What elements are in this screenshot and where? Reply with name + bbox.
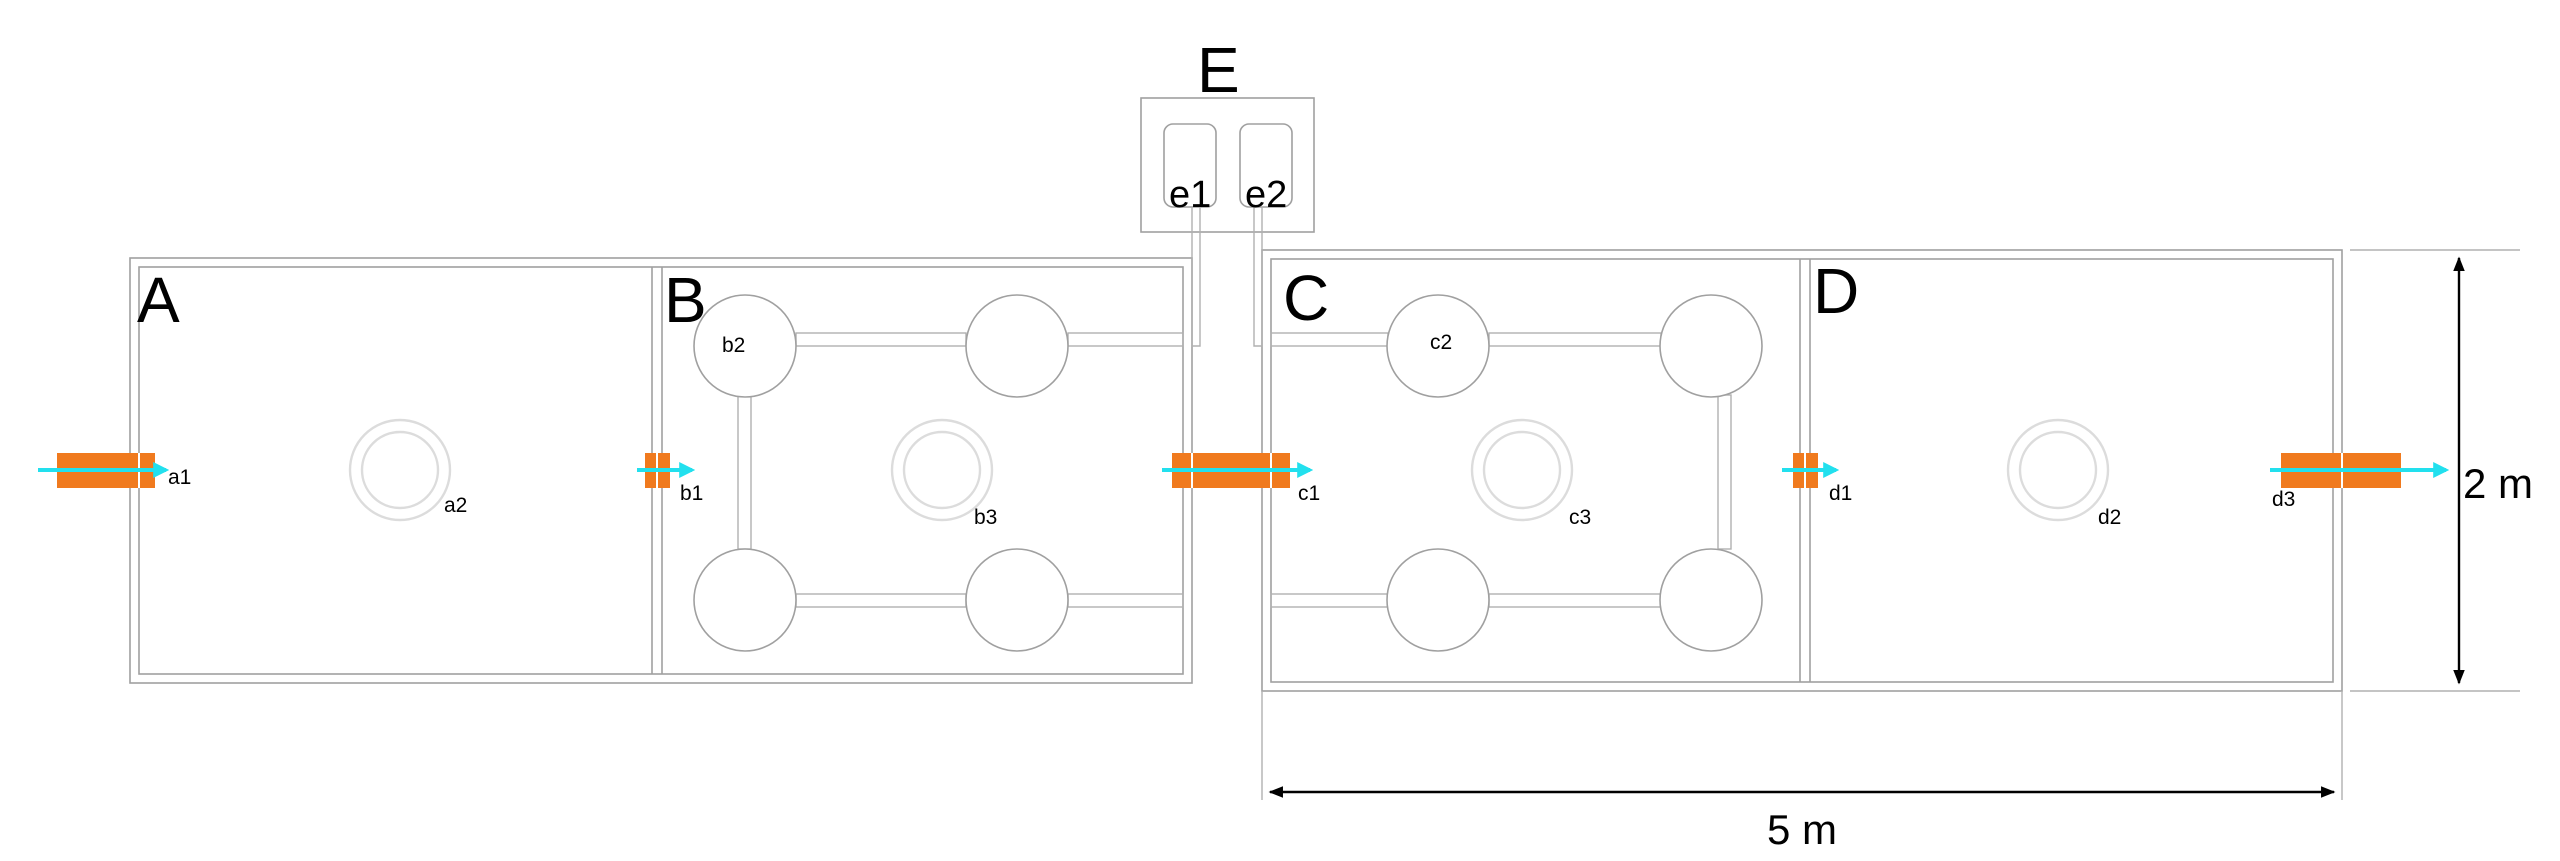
label-d3: d3 bbox=[2272, 488, 2295, 511]
line-e2 bbox=[1253, 207, 1263, 347]
label-e2: e2 bbox=[1245, 174, 1287, 216]
diffuser-b-bottom-left bbox=[693, 548, 797, 652]
diffuser-c2 bbox=[1386, 294, 1490, 398]
measurement-rings bbox=[348, 418, 2110, 522]
ring-a2-inner bbox=[360, 430, 440, 510]
unit-e1 bbox=[1163, 123, 1217, 208]
height-dimension-label: 2 m bbox=[2463, 460, 2533, 507]
label-d1: d1 bbox=[1829, 482, 1852, 505]
diffuser-c-bottom-right bbox=[1659, 548, 1763, 652]
label-d2: d2 bbox=[2098, 506, 2121, 529]
line-e1 bbox=[1191, 207, 1201, 347]
label-c2: c2 bbox=[1430, 331, 1452, 354]
ring-d2-outer bbox=[2006, 418, 2110, 522]
control-box-e bbox=[1140, 97, 1315, 347]
label-b3: b3 bbox=[974, 506, 997, 529]
label-c3: c3 bbox=[1569, 506, 1591, 529]
ring-b3-inner bbox=[902, 430, 982, 510]
label-a1: a1 bbox=[168, 466, 191, 489]
length-dimension-label: 5 m bbox=[1767, 806, 1837, 853]
pipe-network-b bbox=[693, 294, 1184, 652]
chamber-label-a: A bbox=[137, 264, 180, 336]
chamber-label-c: C bbox=[1283, 262, 1329, 334]
diffuser-b-bottom-right bbox=[965, 548, 1069, 652]
diffuser-c-bottom-left bbox=[1386, 548, 1490, 652]
label-b1: b1 bbox=[680, 482, 703, 505]
label-e1: e1 bbox=[1169, 174, 1211, 216]
ring-a2-outer bbox=[348, 418, 452, 522]
chamber-label-e: E bbox=[1197, 34, 1240, 106]
diffuser-c-top-right bbox=[1659, 294, 1763, 398]
ring-c3-outer bbox=[1470, 418, 1574, 522]
dimensions bbox=[1261, 249, 2520, 800]
ring-c3-inner bbox=[1482, 430, 1562, 510]
diffuser-b2 bbox=[693, 294, 797, 398]
diffuser-b-top-right bbox=[965, 294, 1069, 398]
pipe-network-c bbox=[1270, 294, 1763, 652]
label-c1: c1 bbox=[1298, 482, 1320, 505]
label-a2: a2 bbox=[444, 494, 467, 517]
ring-b3-outer bbox=[890, 418, 994, 522]
ring-d2-inner bbox=[2018, 430, 2098, 510]
unit-e2 bbox=[1239, 123, 1293, 208]
chamber-label-d: D bbox=[1813, 255, 1859, 327]
chamber-label-b: B bbox=[664, 264, 707, 336]
label-b2: b2 bbox=[722, 334, 745, 357]
box-e-frame bbox=[1140, 97, 1315, 233]
